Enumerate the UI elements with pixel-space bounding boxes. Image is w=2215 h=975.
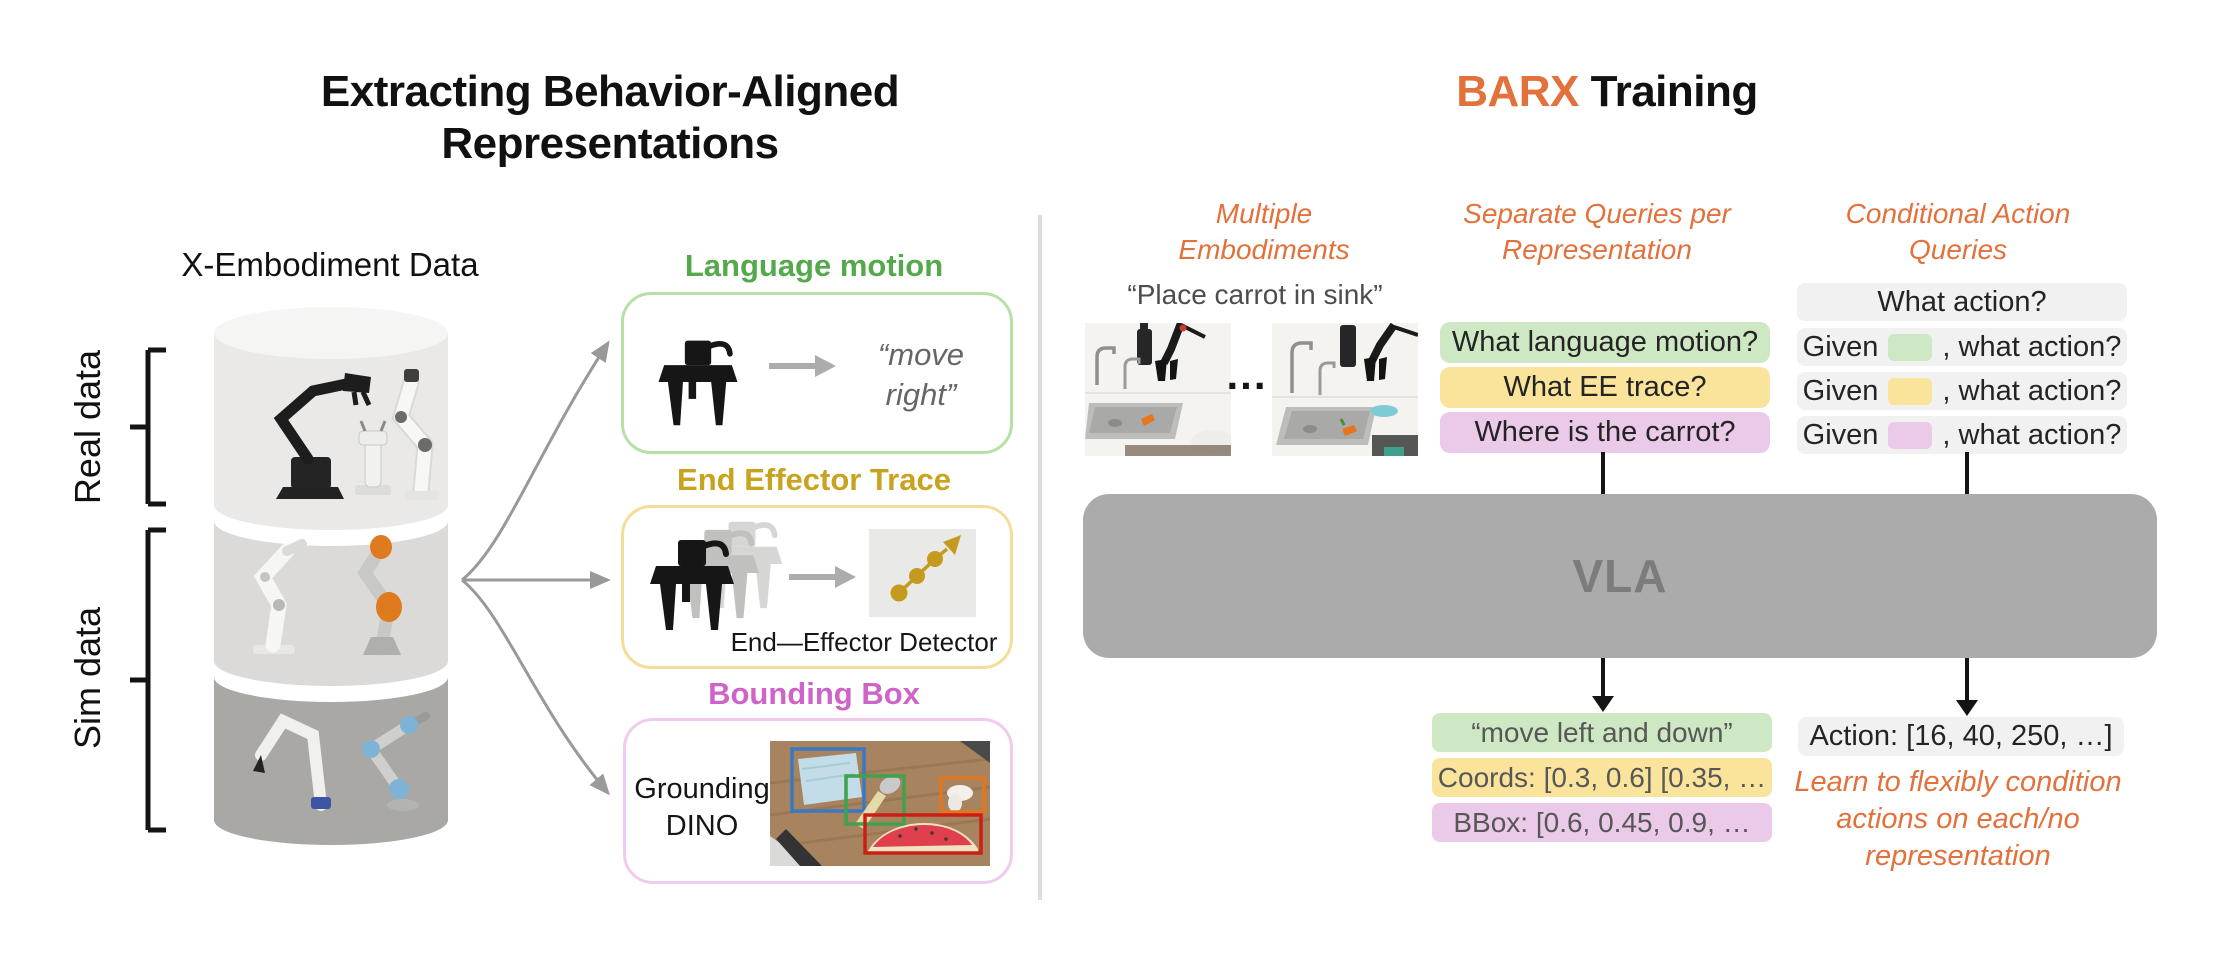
robot-kuka-orange bbox=[357, 535, 402, 656]
query-given-bbox: Given , what action? bbox=[1797, 416, 2127, 454]
arrow-right-icon bbox=[789, 566, 856, 588]
detection-scene-image bbox=[770, 741, 990, 866]
left-title: Extracting Behavior-Aligned Representati… bbox=[320, 67, 900, 168]
language-motion-box: “move right” bbox=[621, 292, 1013, 454]
embodiment-image-2 bbox=[1272, 323, 1418, 456]
grounding-dino-label: Grounding DINO bbox=[634, 773, 770, 842]
output-action: Action: [16, 40, 250, …] bbox=[1798, 717, 2124, 756]
language-motion-swatch bbox=[1888, 333, 1933, 361]
given-label: Given bbox=[1802, 330, 1879, 363]
watermelon-flesh bbox=[873, 824, 972, 847]
ee-detector-caption: End—Effector Detector bbox=[730, 627, 998, 657]
right-panel: BARX Training Multiple Embodiments Separ… bbox=[1040, 0, 2215, 975]
carrot-shape bbox=[1342, 425, 1357, 436]
trace-plot-icon bbox=[869, 529, 976, 617]
query-ee-trace: What EE trace? bbox=[1440, 367, 1770, 408]
bbox-blue bbox=[790, 747, 866, 813]
robot-franka-white bbox=[391, 369, 439, 500]
down-arrow-left-icon bbox=[1592, 696, 1614, 712]
separate-queries-heading: Separate Queries per Representation bbox=[1463, 198, 1731, 265]
embodiments-heading: Multiple Embodiments bbox=[1178, 198, 1350, 265]
robot-ur-blue bbox=[362, 712, 430, 811]
towel-shape bbox=[798, 753, 862, 805]
robot-gripper-shape bbox=[1364, 323, 1418, 381]
left-panel: Extracting Behavior-Aligned Representati… bbox=[0, 0, 1040, 975]
sim-data-label: Sim data bbox=[67, 606, 108, 750]
sim-data-bracket bbox=[130, 527, 166, 833]
real-data-bracket bbox=[130, 347, 166, 507]
down-arrow-right-icon bbox=[1956, 700, 1978, 716]
given-label: Given bbox=[1802, 374, 1879, 407]
conditioning-note: Learn to flexibly condition actions on e… bbox=[1794, 766, 2122, 872]
arrow-right-icon bbox=[769, 355, 836, 377]
output-language-motion: “move left and down” bbox=[1432, 713, 1772, 752]
real-data-label: Real data bbox=[67, 349, 108, 505]
panel-divider bbox=[1038, 215, 1042, 900]
bounding-box-heading: Bounding Box bbox=[708, 676, 920, 711]
what-action-label: , what action? bbox=[1942, 330, 2122, 363]
query-language-motion: What language motion? bbox=[1440, 322, 1770, 363]
output-coords: Coords: [0.3, 0.6] [0.35, … bbox=[1432, 758, 1772, 797]
output-bbox: BBox: [0.6, 0.45, 0.9, … bbox=[1432, 803, 1772, 842]
cylinder-label: X-Embodiment Data bbox=[181, 246, 479, 283]
branch-arrows-icon bbox=[461, 340, 611, 796]
bbox-green bbox=[844, 774, 906, 826]
ee-trace-heading: End Effector Trace bbox=[677, 462, 951, 497]
given-label: Given bbox=[1802, 418, 1879, 451]
conditional-queries-heading: Conditional Action Queries bbox=[1845, 198, 2071, 265]
query-what-action: What action? bbox=[1797, 283, 2127, 321]
robot-sim-arm-white bbox=[253, 713, 331, 811]
instruction-text: “Place carrot in sink” bbox=[1127, 279, 1383, 310]
connector-line-right bbox=[1965, 452, 1969, 496]
language-motion-heading: Language motion bbox=[684, 248, 944, 283]
robot-gripper-shape bbox=[1155, 323, 1206, 381]
sponge-shape bbox=[1370, 405, 1398, 417]
bounding-box-box: Grounding DINO bbox=[623, 718, 1013, 884]
data-cylinder-graphic bbox=[214, 307, 448, 845]
down-arrow-left-shaft bbox=[1601, 658, 1605, 698]
ee-trace-swatch bbox=[1888, 377, 1933, 405]
robot-arm-black bbox=[273, 373, 372, 499]
carrot-shape bbox=[1141, 414, 1155, 426]
query-given-trace: Given , what action? bbox=[1797, 372, 2127, 410]
embodiment-image-1 bbox=[1085, 323, 1231, 456]
language-motion-output: “move right” bbox=[877, 337, 965, 412]
robot-small-white bbox=[355, 420, 391, 495]
query-given-language: Given , what action? bbox=[1797, 328, 2127, 366]
vla-block: VLA bbox=[1083, 494, 2157, 658]
right-title: BARX Training bbox=[1397, 66, 1817, 118]
query-where-carrot: Where is the carrot? bbox=[1440, 412, 1770, 453]
what-action-label: , what action? bbox=[1942, 418, 2122, 451]
gripper-icon bbox=[651, 335, 745, 429]
right-title-rest: Training bbox=[1590, 67, 1759, 116]
what-action-label: , what action? bbox=[1942, 374, 2122, 407]
bbox-swatch bbox=[1888, 421, 1933, 449]
bbox-red bbox=[863, 813, 983, 855]
spoon-handle bbox=[855, 791, 886, 829]
connector-line-left bbox=[1601, 452, 1605, 496]
down-arrow-right-shaft bbox=[1965, 658, 1969, 702]
bbox-orange bbox=[939, 776, 986, 814]
spoon-bowl bbox=[879, 776, 901, 794]
robot-sim-white bbox=[253, 539, 307, 654]
ee-trace-box: End—Effector Detector bbox=[621, 505, 1013, 669]
ellipsis-dots: ... bbox=[1226, 351, 1268, 398]
right-title-accent: BARX bbox=[1456, 67, 1579, 116]
